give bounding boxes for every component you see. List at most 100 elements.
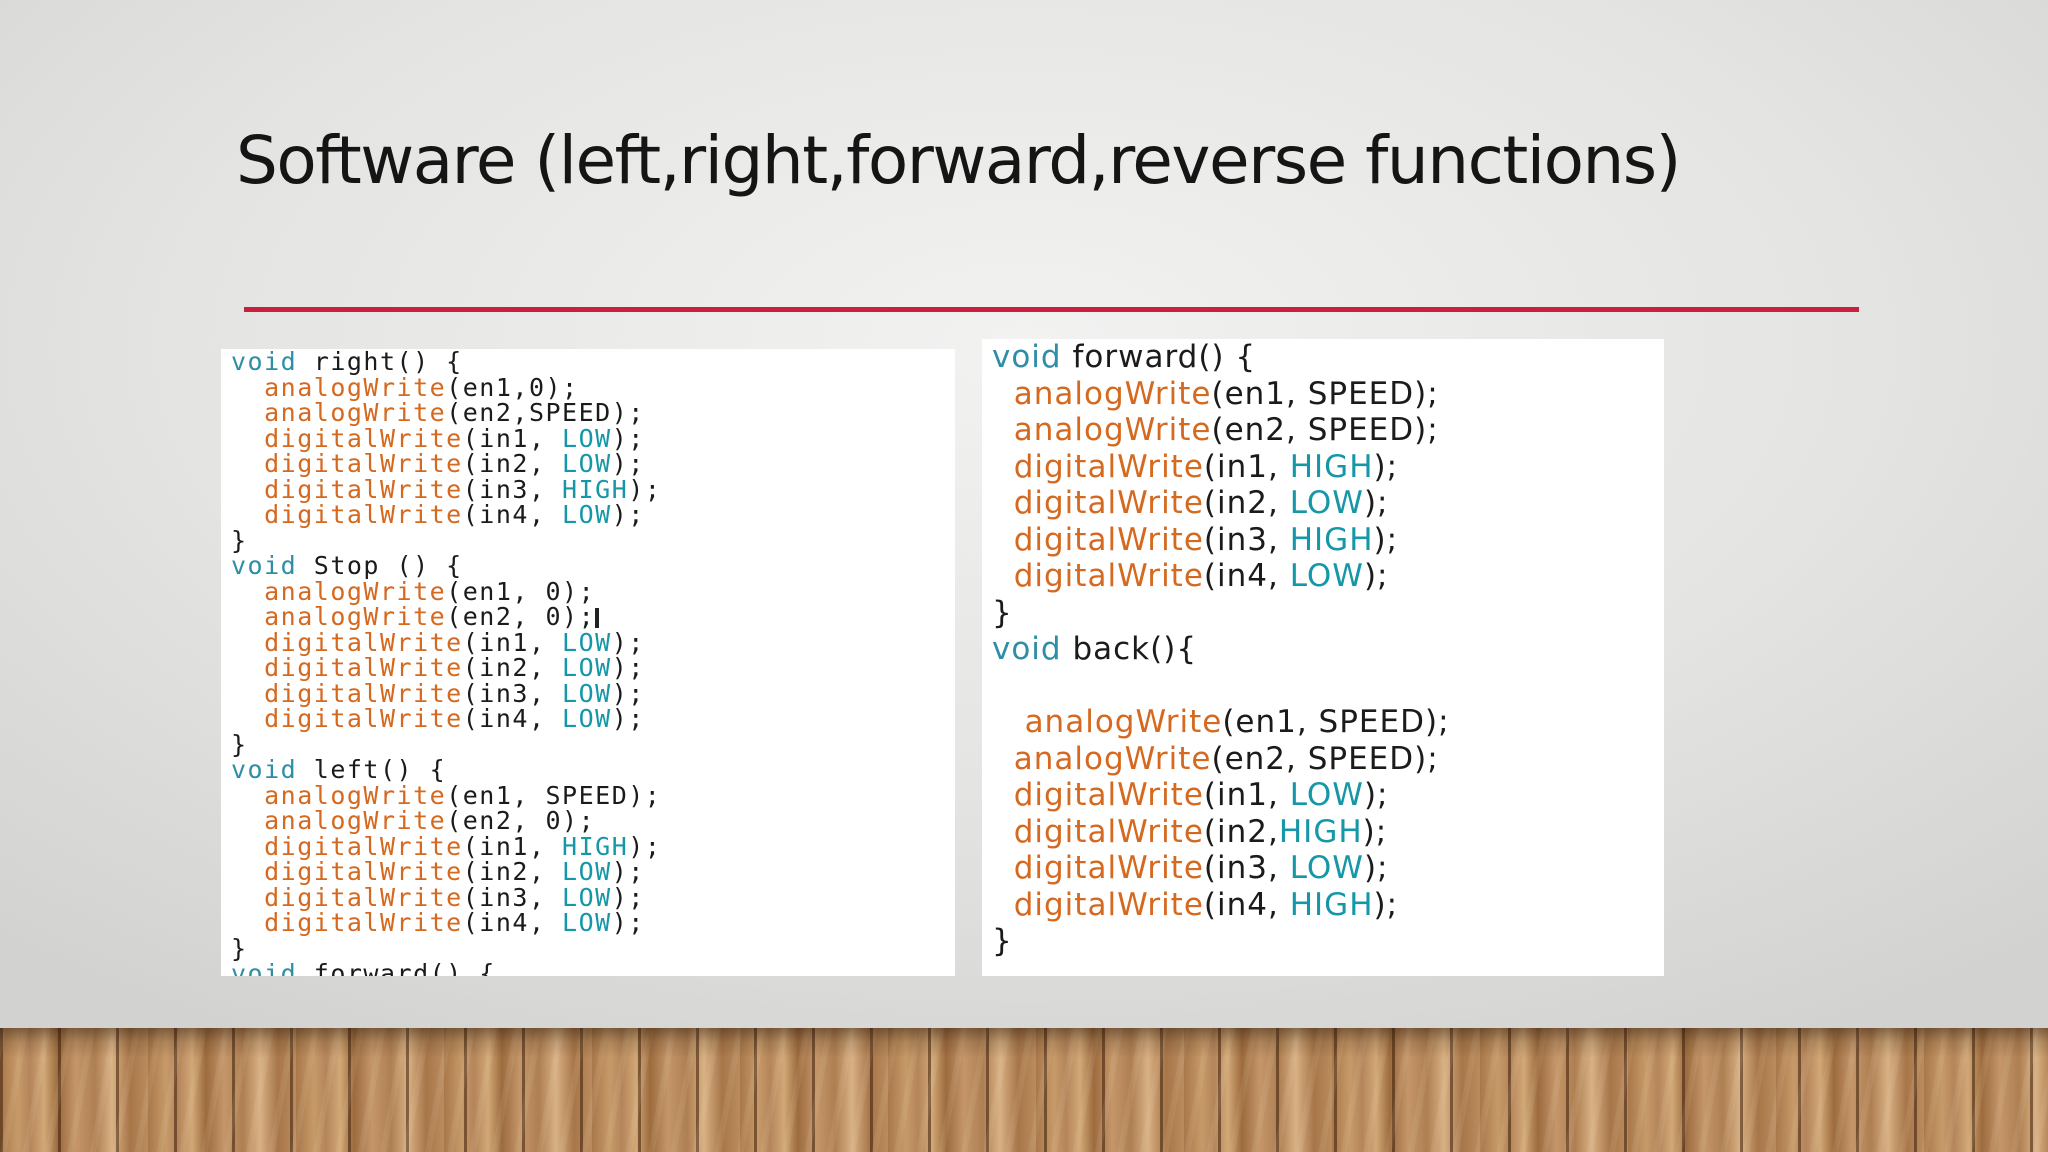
code-text: [992, 449, 1014, 485]
code-constant: LOW: [1289, 558, 1364, 594]
code-text: );: [611, 678, 645, 708]
code-text: [992, 522, 1014, 558]
code-text: );: [611, 882, 645, 912]
code-screenshot-right: void forward() { analogWrite(en1, SPEED)…: [982, 339, 1664, 976]
code-function-name: digitalWrite: [264, 474, 463, 504]
code-function-name: analogWrite: [264, 372, 447, 402]
code-line: digitalWrite(in1, LOW);: [992, 777, 1664, 814]
code-line: void forward() {: [992, 339, 1664, 376]
code-function-name: digitalWrite: [264, 704, 463, 733]
code-function-name: digitalWrite: [1013, 813, 1204, 850]
code-function-name: analogWrite: [264, 602, 447, 631]
code-function-name: digitalWrite: [1013, 448, 1204, 485]
code-function-name: analogWrite: [264, 780, 447, 810]
code-text: (en2, 0);: [446, 602, 596, 631]
code-line: void back(){: [992, 631, 1664, 668]
code-keyword: void: [992, 631, 1062, 667]
code-function-name: digitalWrite: [264, 627, 463, 657]
code-line: digitalWrite(in4, HIGH);: [992, 887, 1664, 924]
code-text: (in3,: [1203, 850, 1290, 886]
code-keyword: void: [231, 959, 298, 976]
code-function-name: digitalWrite: [1013, 558, 1204, 594]
code-function-name: digitalWrite: [264, 857, 463, 886]
code-line: digitalWrite(in3, LOW);: [231, 882, 955, 912]
code-line: digitalWrite(in4, LOW);: [231, 502, 955, 528]
code-text: (in2,: [1203, 813, 1279, 850]
code-function-name: analogWrite: [264, 398, 447, 427]
code-text: );: [611, 423, 645, 453]
code-keyword: void: [231, 349, 298, 376]
code-text: Stop () {: [297, 551, 463, 580]
code-text: (en1, 0);: [446, 576, 596, 606]
code-text: );: [611, 449, 645, 478]
code-text: );: [1363, 558, 1389, 594]
code-text: );: [628, 831, 662, 861]
code-line: analogWrite(en1,0);: [231, 372, 955, 402]
code-keyword: void: [231, 755, 298, 784]
code-text: [992, 412, 1014, 448]
code-line: analogWrite(en2,SPEED);: [231, 400, 955, 426]
code-text: (en2,SPEED);: [446, 398, 645, 427]
code-text: );: [1373, 448, 1399, 485]
code-text: (in4,: [462, 704, 563, 733]
code-line: digitalWrite(in1, LOW);: [231, 423, 955, 453]
code-text: );: [1363, 777, 1389, 813]
code-function-name: analogWrite: [1013, 412, 1212, 448]
code-text: [992, 376, 1014, 412]
code-text: (in4,: [1203, 886, 1290, 923]
code-line: void forward() {: [231, 961, 955, 976]
code-line: digitalWrite(in2, LOW);: [231, 451, 955, 477]
code-function-name: analogWrite: [264, 806, 447, 835]
code-text: (en1,0);: [446, 372, 579, 402]
code-line: }: [992, 923, 1664, 960]
code-text: [992, 887, 1014, 923]
code-constant: HIGH: [1289, 448, 1374, 485]
code-function-name: digitalWrite: [1013, 886, 1204, 923]
code-line: digitalWrite(in1, HIGH);: [992, 449, 1664, 486]
code-text: (in4,: [462, 500, 563, 529]
code-text: (in4,: [1203, 558, 1290, 594]
code-text: );: [1363, 485, 1389, 521]
code-line: digitalWrite(in1, HIGH);: [231, 831, 955, 861]
code-text: (in3,: [462, 882, 563, 912]
code-text: (in1,: [1203, 448, 1290, 485]
code-text: (in1,: [1203, 777, 1290, 813]
code-text: (in3,: [462, 474, 563, 504]
code-line: analogWrite(en1, SPEED);: [231, 780, 955, 810]
code-text: forward() {: [1061, 339, 1257, 375]
code-function-name: digitalWrite: [1013, 777, 1204, 813]
code-text: }: [231, 525, 248, 555]
code-constant: LOW: [562, 653, 612, 682]
code-line: }: [231, 525, 955, 555]
code-keyword: void: [231, 551, 298, 580]
code-line: digitalWrite(in3, LOW);: [231, 678, 955, 708]
code-constant: HIGH: [562, 831, 629, 861]
code-text: (in2,: [462, 449, 563, 478]
code-text: );: [611, 704, 645, 733]
code-line: analogWrite(en2, 0);: [231, 604, 955, 630]
code-function-name: digitalWrite: [264, 423, 463, 453]
code-text: forward() {: [297, 959, 496, 976]
code-constant: LOW: [562, 882, 612, 912]
code-text: }: [231, 933, 248, 963]
code-constant: LOW: [562, 423, 612, 453]
code-line: analogWrite(en1, SPEED);: [992, 704, 1664, 741]
code-line: digitalWrite(in3, LOW);: [992, 850, 1664, 887]
code-text: (in3,: [1203, 521, 1290, 558]
code-line: analogWrite(en2, SPEED);: [992, 741, 1664, 778]
code-constant: LOW: [562, 449, 612, 478]
code-line: [992, 668, 1664, 705]
code-text: (en2, SPEED);: [1211, 740, 1439, 777]
code-constant: HIGH: [1289, 886, 1374, 923]
code-text: }: [231, 729, 248, 759]
code-text: (in1,: [462, 831, 563, 861]
code-text: (in4,: [462, 908, 563, 937]
code-line: analogWrite(en2, SPEED);: [992, 412, 1664, 449]
code-line: analogWrite(en2, 0);: [231, 808, 955, 834]
code-function-name: digitalWrite: [264, 449, 463, 478]
code-text: );: [1363, 850, 1389, 886]
code-text: );: [1362, 813, 1388, 850]
code-text: );: [611, 857, 645, 886]
code-line: digitalWrite(in3, HIGH);: [231, 474, 955, 504]
title-divider: [244, 307, 1859, 312]
